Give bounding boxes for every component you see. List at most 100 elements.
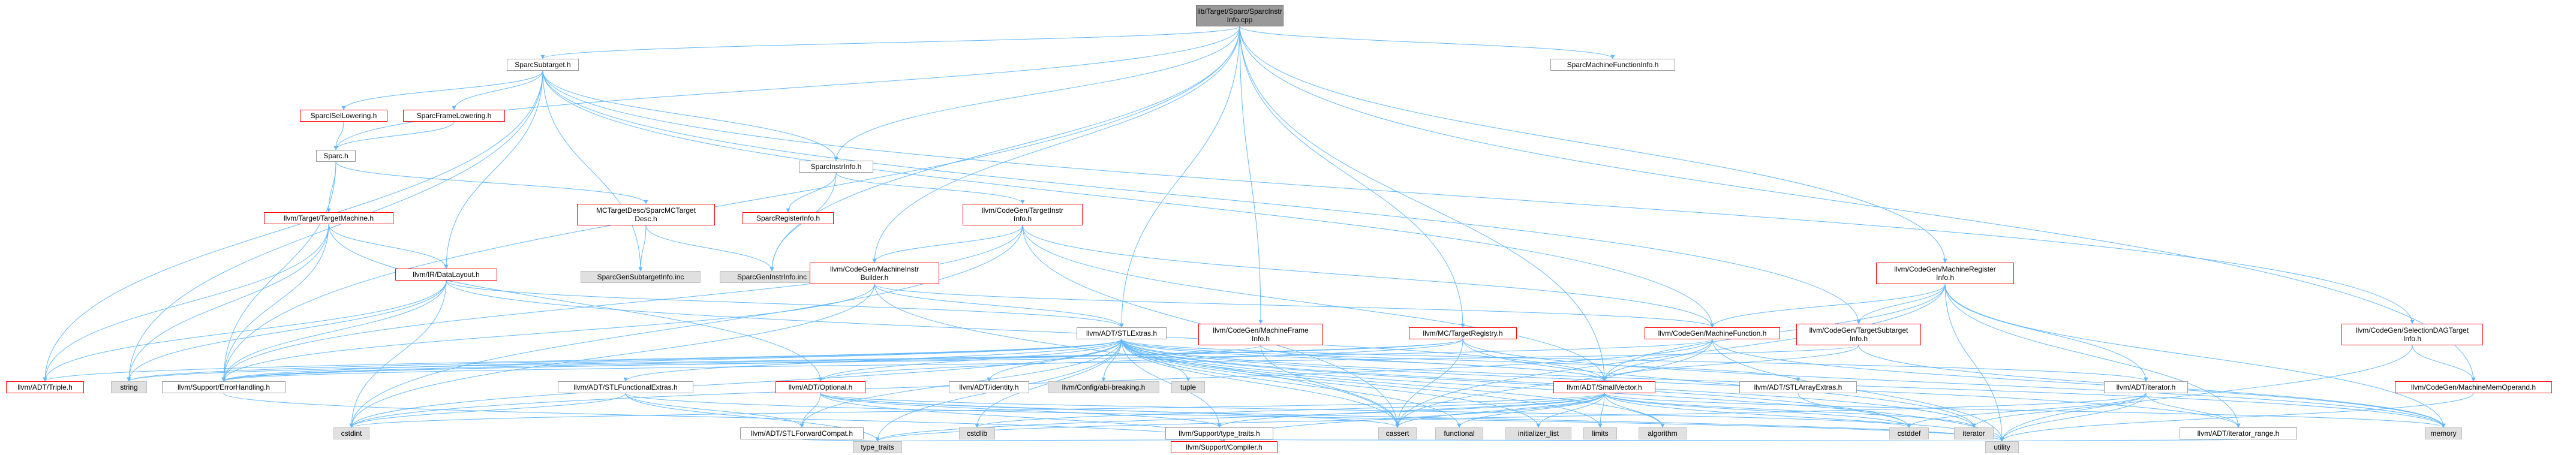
node-sparc-frame-lowering[interactable]: SparcFrameLowering.h	[403, 110, 505, 122]
edge-Sparch-to-ErrorHandling	[221, 161, 336, 382]
node-sparc-h[interactable]: Sparc.h	[316, 150, 356, 162]
node-error-handling[interactable]: llvm/Support/ErrorHandling.h	[162, 381, 285, 393]
edge-MCTargetDesc-to-InstrInfoInc	[645, 225, 774, 272]
node-target-instr-info[interactable]: llvm/CodeGen/TargetInstr Info.h	[963, 204, 1083, 225]
edge-SelectionDAG-to-utility	[2000, 345, 2413, 442]
edge-MachineRegInfo-to-cassert	[1395, 284, 1946, 428]
node-adt-iterator[interactable]: llvm/ADT/iterator.h	[2104, 381, 2188, 393]
node-sparc-gen-instr-info-inc[interactable]: SparcGenInstrInfo.inc	[720, 271, 824, 283]
node-machine-instr-builder[interactable]: llvm/CodeGen/MachineInstr Builder.h	[810, 263, 939, 284]
edge-TargetMachine-to-DataLayout	[328, 224, 449, 269]
edge-root-to-InstrInfoInc	[770, 26, 1240, 272]
edge-DataLayout-to-SmallVector	[446, 280, 1607, 382]
node-stl-functional-extras[interactable]: llvm/ADT/STLFunctionalExtras.h	[558, 381, 693, 393]
node-small-vector[interactable]: llvm/ADT/SmallVector.h	[1553, 381, 1655, 393]
edge-SparcSubtarget-to-Triple	[43, 70, 543, 382]
edge-SelectionDAG-to-MachineMemOperand	[2412, 345, 2476, 382]
edge-TargetInstrInfo-to-cstdint	[349, 225, 1023, 428]
node-cassert[interactable]: cassert	[1378, 427, 1417, 439]
node-sparc-gen-subtarget-info-inc[interactable]: SparcGenSubtargetInfo.inc	[581, 271, 701, 283]
edge-root-to-MIBuilder	[872, 26, 1240, 263]
node-iterator-std[interactable]: iterator	[1954, 427, 1994, 439]
node-target-registry[interactable]: llvm/MC/TargetRegistry.h	[1409, 327, 1517, 339]
node-sparc-machine-function-info[interactable]: SparcMachineFunctionInfo.h	[1550, 59, 1675, 71]
edge-root-to-TargetRegistry	[1239, 26, 1465, 328]
node-sparc-subtarget[interactable]: SparcSubtarget.h	[507, 59, 579, 71]
node-cstdlib[interactable]: cstdlib	[959, 427, 995, 439]
node-target-subtarget-info[interactable]: llvm/CodeGen/TargetSubtarget Info.h	[1796, 324, 1921, 345]
node-utility[interactable]: utility	[1985, 441, 2019, 453]
edge-MachineRegInfo-to-MachineFunction	[1710, 284, 1946, 328]
node-support-compiler[interactable]: llvm/Support/Compiler.h	[1171, 441, 1278, 453]
edge-MachineFunction-to-SmallVector	[1602, 339, 1713, 382]
node-target-machine[interactable]: llvm/Target/TargetMachine.h	[264, 212, 393, 224]
edge-STLExtras-to-cassert	[1121, 339, 1400, 428]
edge-MachineRegInfo-to-Iterator	[1944, 284, 2148, 382]
edge-root-to-ErrorHandling	[221, 26, 1240, 382]
node-abi-breaking[interactable]: llvm/Config/abi-breaking.h	[1048, 381, 1159, 393]
node-root-file[interactable]: lib/Target/Sparc/SparcInstr Info.cpp	[1196, 5, 1284, 26]
edge-SmallVector-to-iteratorStd	[1604, 393, 1976, 428]
node-functional[interactable]: functional	[1435, 427, 1483, 439]
node-sparc-register-info[interactable]: SparcRegisterInfo.h	[743, 212, 834, 224]
edge-MachineFunction-to-cstdint	[349, 339, 1713, 428]
edge-Iterator-to-iteratorStd	[1971, 393, 2147, 428]
edge-Optional-to-STLForward	[799, 393, 821, 428]
edge-STLExtras-to-cstddef	[1121, 339, 1911, 428]
node-sparc-instr-info[interactable]: SparcInstrInfo.h	[799, 161, 873, 173]
edge-SmallVector-to-algorithm	[1604, 393, 1665, 428]
edge-root-to-MachineFrame	[1239, 26, 1263, 324]
node-data-layout[interactable]: llvm/IR/DataLayout.h	[395, 269, 497, 281]
node-triple[interactable]: llvm/ADT/Triple.h	[6, 381, 84, 393]
node-initializer-list[interactable]: initializer_list	[1505, 427, 1571, 439]
edge-root-to-SparcInstrInfo	[834, 26, 1240, 161]
node-support-type-traits[interactable]: llvm/Support/type_traits.h	[1165, 427, 1273, 439]
node-sparc-mc-target-desc[interactable]: MCTargetDesc/SparcMCTarget Desc.h	[577, 204, 715, 225]
edge-STLExtras-to-string	[127, 339, 1122, 382]
edge-MachineFrame-to-SmallVector	[1260, 345, 1607, 382]
node-sparc-isel-lowering[interactable]: SparcISelLowering.h	[300, 110, 387, 122]
node-iterator-range[interactable]: llvm/ADT/iterator_range.h	[2180, 427, 2297, 439]
edge-SparcSubtarget-to-SparcISel	[341, 70, 543, 110]
edge-MachineFrame-to-cassert	[1260, 345, 1400, 428]
edge-MIBuilder-to-MachineFunction	[874, 284, 1715, 328]
node-limits[interactable]: limits	[1583, 427, 1617, 439]
edge-SparcInstrInfo-to-TargetInstrInfo	[835, 172, 1025, 204]
node-memory[interactable]: memory	[2425, 427, 2462, 439]
node-machine-function[interactable]: llvm/CodeGen/MachineFunction.h	[1645, 327, 1780, 339]
edge-MIBuilder-to-cstdint	[349, 284, 875, 428]
node-identity[interactable]: llvm/ADT/identity.h	[949, 381, 1029, 393]
node-stl-forward-compat[interactable]: llvm/ADT/STLForwardCompat.h	[740, 427, 864, 439]
node-stl-array-extras[interactable]: llvm/ADT/STLArrayExtras.h	[1739, 381, 1857, 393]
node-machine-mem-operand[interactable]: llvm/CodeGen/MachineMemOperand.h	[2395, 381, 2552, 393]
node-optional[interactable]: llvm/ADT/Optional.h	[775, 381, 865, 393]
edge-SmallVector-to-cstdint	[349, 393, 1605, 428]
node-cstddef[interactable]: cstddef	[1889, 427, 1929, 439]
node-machine-register-info[interactable]: llvm/CodeGen/MachineRegister Info.h	[1876, 263, 2014, 284]
node-type-traits[interactable]: type_traits	[853, 441, 902, 453]
edge-SparcSubtarget-to-SparcInstrInfo	[542, 70, 838, 161]
edge-SparcFrame-to-Sparch	[333, 121, 455, 150]
node-string[interactable]: string	[111, 381, 147, 393]
edge-STLExtras-to-Identity	[987, 339, 1122, 382]
edge-SmallVector-to-functional	[1457, 393, 1605, 428]
edge-TargetRegistry-to-cassert	[1395, 339, 1463, 428]
edge-STLExtras-to-iteratorStd	[1121, 339, 1976, 428]
node-algorithm[interactable]: algorithm	[1639, 427, 1687, 439]
edge-TypeTraitsH-to-type_traits	[876, 436, 1220, 442]
edge-TargetRegistry-to-memory	[1462, 339, 2446, 428]
edge-Sparch-to-TargetMachine	[326, 161, 336, 213]
edge-STLExtras-to-STLFunctional	[623, 339, 1122, 382]
node-stl-extras[interactable]: llvm/ADT/STLExtras.h	[1077, 327, 1167, 339]
edge-Optional-to-Compiler	[820, 393, 1227, 442]
node-machine-frame-info[interactable]: llvm/CodeGen/MachineFrame Info.h	[1198, 324, 1323, 345]
edge-MachineFunction-to-utility	[1712, 339, 2004, 442]
node-selection-dag-target-info[interactable]: llvm/CodeGen/SelectionDAGTarget Info.h	[2341, 324, 2483, 345]
node-tuple[interactable]: tuple	[1171, 381, 1205, 393]
node-cstdint[interactable]: cstdint	[333, 427, 369, 439]
edge-root-to-SmallVector	[1239, 26, 1607, 382]
edge-IteratorRange-to-utility	[2001, 437, 2239, 442]
edge-TargetMachine-to-ErrorHandling	[221, 224, 329, 382]
edge-root-to-Sparch	[333, 26, 1240, 150]
